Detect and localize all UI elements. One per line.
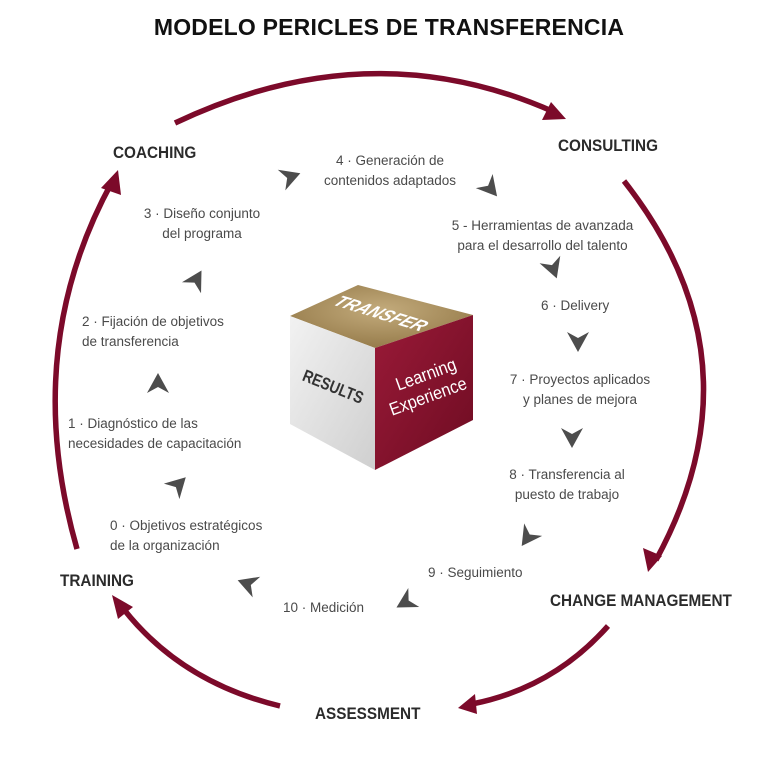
step-5-line-1: 5 - Herramientas de avanzada <box>451 218 634 233</box>
cycle-arrowhead-icon <box>101 170 121 195</box>
cycle-arrow-assessment-to-training <box>119 605 281 709</box>
chevron-icon <box>567 332 589 352</box>
chevron-icon <box>521 523 543 547</box>
cycle-arrows <box>52 70 707 709</box>
step-9: 9 · Seguimiento <box>428 563 523 583</box>
step-6: 6 · Delivery <box>541 296 609 316</box>
chevron-icon <box>475 174 498 197</box>
step-10: 10 · Medición <box>283 598 364 618</box>
phase-training: TRAINING <box>60 571 134 590</box>
step-5: 5 - Herramientas de avanzada para el des… <box>440 216 645 256</box>
chevron-icon <box>181 270 202 294</box>
step-4-line-1: 4 · Generación de <box>335 153 445 168</box>
chevron-icon <box>147 373 169 393</box>
phase-coaching: COACHING <box>113 143 197 162</box>
step-1: 1 · Diagnóstico de las necesidades de ca… <box>68 414 241 454</box>
cycle-arrowhead-icon <box>643 548 662 572</box>
cycle-arrow-change-to-assessment <box>471 624 611 707</box>
cube-left-face <box>290 316 375 470</box>
cycle-arrow-coaching-to-consulting <box>173 70 556 126</box>
step-7: 7 · Proyectos aplicados y planes de mejo… <box>500 370 660 410</box>
step-7-line-2: y planes de mejora <box>522 392 638 407</box>
step-8-line-2: puesto de trabajo <box>514 487 620 502</box>
cycle-arrow-consulting-to-change <box>621 179 707 562</box>
step-3-line-2: del programa <box>162 226 242 241</box>
step-10-line-1: 10 · Medición <box>283 600 365 615</box>
cycle-arrowheads <box>101 102 662 714</box>
step-3: 3 · Diseño conjunto del programa <box>132 204 272 244</box>
cycle-arrowhead-icon <box>542 102 566 120</box>
cube-right-face <box>375 315 473 470</box>
chevron-icon <box>237 576 261 598</box>
chevron-icon <box>396 587 420 608</box>
cycle-arrowhead-icon <box>458 694 477 714</box>
step-1-line-2: necesidades de capacitación <box>68 436 242 451</box>
cube-top-face <box>290 285 473 348</box>
step-1-line-1: 1 · Diagnóstico de las <box>68 416 198 431</box>
step-0-line-1: 0 · Objetivos estratégicos <box>110 518 263 533</box>
phase-consulting: CONSULTING <box>558 136 659 155</box>
transfer-cube: TRANSFER RESULTS Learning Experience <box>290 285 473 470</box>
chevron-icon <box>539 255 561 279</box>
step-2-line-1: 2 · Fijación de objetivos <box>82 314 224 329</box>
step-3-line-1: 3 · Diseño conjunto <box>143 206 261 221</box>
step-7-line-1: 7 · Proyectos aplicados <box>509 372 651 387</box>
step-9-line-1: 9 · Seguimiento <box>428 565 523 580</box>
chevron-icon <box>561 428 583 448</box>
chevron-icon <box>163 477 186 500</box>
step-5-line-2: para el desarrollo del talento <box>457 238 628 253</box>
step-2-line-2: de transferencia <box>82 334 179 349</box>
step-8-line-1: 8 · Transferencia al <box>509 467 625 482</box>
step-8: 8 · Transferencia al puesto de trabajo <box>492 465 642 505</box>
step-chevrons <box>147 169 589 608</box>
step-6-line-1: 6 · Delivery <box>541 298 610 313</box>
phase-change-management: CHANGE MANAGEMENT <box>550 591 732 610</box>
cycle-arrow-training-to-coaching <box>52 180 115 550</box>
cycle-arrowhead-icon <box>112 595 133 619</box>
step-4: 4 · Generación de contenidos adaptados <box>310 151 470 191</box>
phase-assessment: ASSESSMENT <box>315 704 421 723</box>
step-0: 0 · Objetivos estratégicos de la organiz… <box>110 516 262 556</box>
step-2: 2 · Fijación de objetivos de transferenc… <box>82 312 224 352</box>
step-0-line-2: de la organización <box>110 538 220 553</box>
diagram-title: MODELO PERICLES DE TRANSFERENCIA <box>153 14 625 40</box>
step-4-line-2: contenidos adaptados <box>323 173 457 188</box>
chevron-icon <box>277 169 301 191</box>
